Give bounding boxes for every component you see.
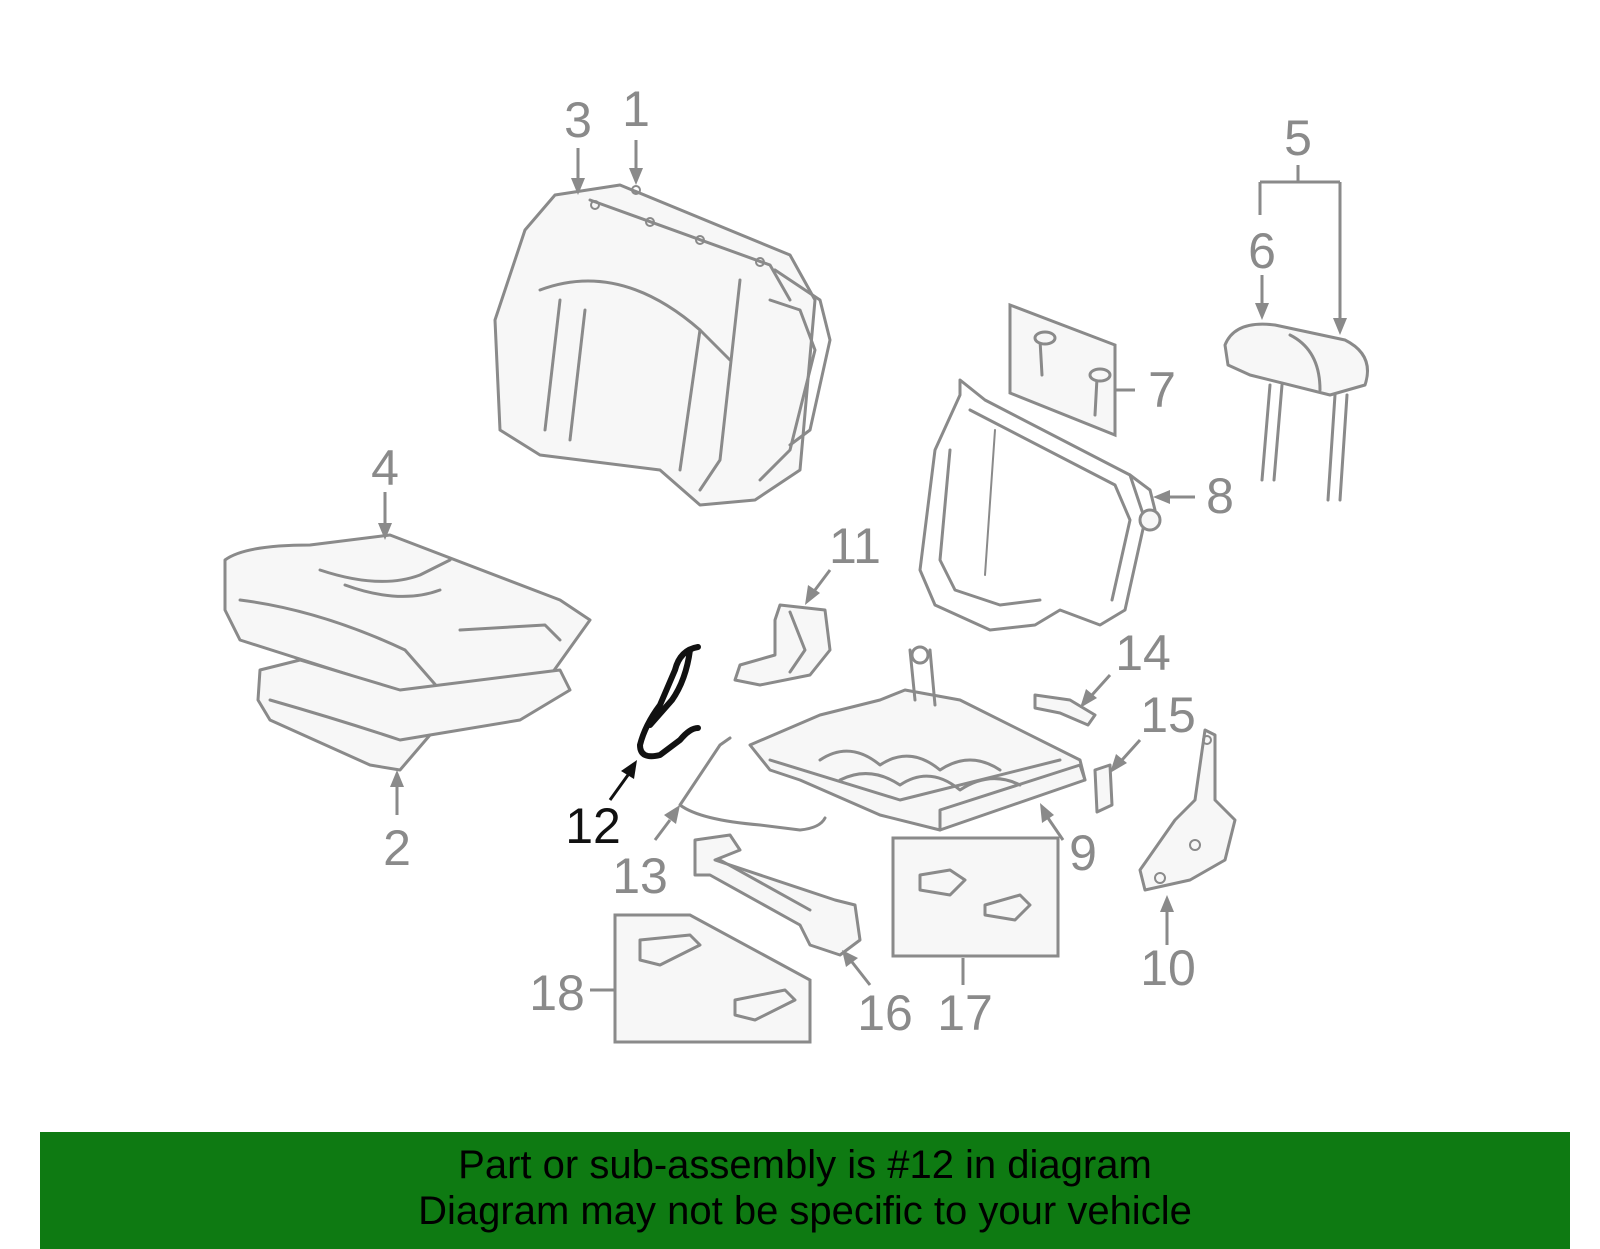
parts-inset-17 [891, 836, 1060, 958]
banner-line-2: Diagram may not be specific to your vehi… [418, 1189, 1192, 1233]
seat-cushion-cover-part [223, 533, 592, 707]
recliner-part [1138, 728, 1237, 892]
callout-6: 6 [1248, 223, 1276, 279]
seat-cushion-frame-part [748, 645, 1087, 832]
callout-5: 5 [1284, 110, 1312, 166]
seat-back-frame-part [918, 378, 1162, 632]
callout-1: 1 [622, 81, 650, 137]
cable-part-13 [678, 736, 827, 832]
info-banner: Part or sub-assembly is #12 in diagram D… [40, 1132, 1570, 1249]
callout-13: 13 [612, 848, 668, 904]
banner-line-1: Part or sub-assembly is #12 in diagram [458, 1143, 1152, 1187]
callout-8: 8 [1206, 468, 1234, 524]
adjuster-part [693, 833, 862, 957]
callout-4: 4 [371, 440, 399, 496]
callout-9: 9 [1069, 825, 1097, 881]
bracket-part [733, 603, 832, 687]
callout-18: 18 [529, 965, 585, 1021]
callout-3: 3 [564, 92, 592, 148]
callout-12: 12 [565, 798, 621, 854]
callout-numbers: 1 3 4 2 5 6 7 8 11 14 15 9 10 13 16 17 1… [371, 81, 1312, 1041]
release-cable-part-12 [637, 644, 701, 760]
callout-2: 2 [383, 820, 411, 876]
callout-15: 15 [1140, 687, 1196, 743]
seat-cushion-pad-part [256, 658, 572, 772]
bolts-inset-part [1008, 302, 1117, 438]
callout-11: 11 [829, 518, 881, 574]
leader-line-12 [608, 760, 637, 801]
leader-lines [378, 140, 1347, 992]
callout-17: 17 [937, 985, 993, 1041]
seat-back-cover-part [493, 183, 832, 507]
callout-7: 7 [1148, 362, 1176, 418]
callout-10: 10 [1140, 940, 1196, 996]
cover-part-14 [1033, 693, 1097, 727]
headrest-part [1223, 322, 1369, 502]
seat-parts-diagram: 1 3 4 2 5 6 7 8 11 14 15 9 10 13 16 17 1… [223, 81, 1369, 1044]
cover-part-15 [1093, 763, 1114, 814]
callout-14: 14 [1115, 625, 1171, 681]
callout-16: 16 [857, 985, 913, 1041]
parts-inset-18 [613, 913, 812, 1044]
